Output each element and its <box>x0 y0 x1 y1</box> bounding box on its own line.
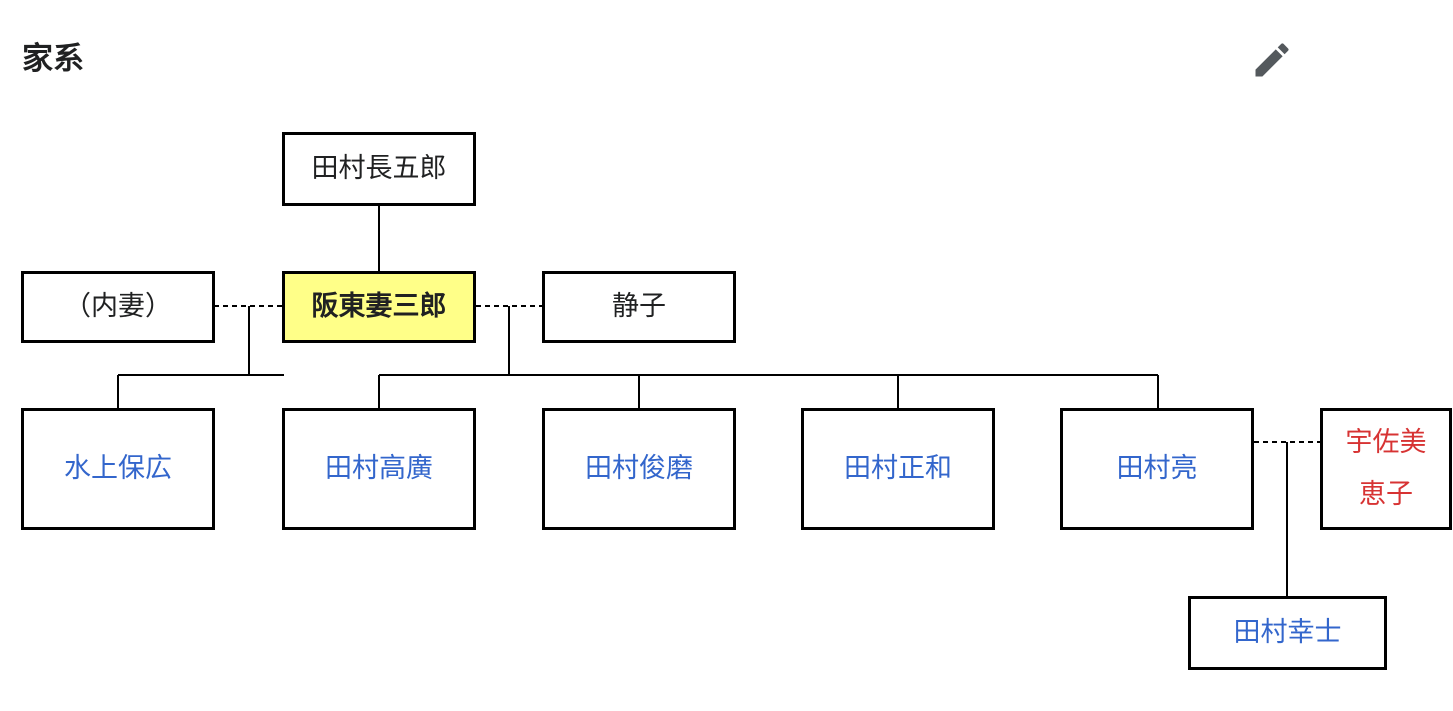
node-first-wife-label: （内妻） <box>64 291 172 322</box>
node-child-takahiro-label[interactable]: 田村高廣 <box>325 453 433 484</box>
node-child-mizukami[interactable]: 水上保広 <box>21 408 215 530</box>
node-child-ryo-label[interactable]: 田村亮 <box>1116 453 1198 484</box>
node-grandchild-label[interactable]: 田村幸士 <box>1233 617 1342 648</box>
pencil-icon <box>1255 43 1289 77</box>
node-ryo-spouse[interactable]: 宇佐美恵子 <box>1320 408 1452 530</box>
node-subject-label: 阪東妻三郎 <box>311 291 447 322</box>
node-child-toshimaro[interactable]: 田村俊磨 <box>542 408 736 530</box>
node-grandchild[interactable]: 田村幸士 <box>1188 596 1387 670</box>
node-ryo-spouse-label[interactable]: 宇佐美恵子 <box>1345 427 1427 510</box>
node-second-wife: 静子 <box>542 271 736 343</box>
node-child-mizukami-label[interactable]: 水上保広 <box>64 453 172 484</box>
node-child-masakazu[interactable]: 田村正和 <box>801 408 995 530</box>
node-first-wife: （内妻） <box>21 271 215 343</box>
node-second-wife-label: 静子 <box>612 291 666 322</box>
node-father-label: 田村長五郎 <box>311 153 447 184</box>
node-child-masakazu-label[interactable]: 田村正和 <box>844 453 952 484</box>
node-father: 田村長五郎 <box>282 132 476 206</box>
edit-button[interactable] <box>1246 34 1298 86</box>
node-child-ryo[interactable]: 田村亮 <box>1060 408 1254 530</box>
node-child-toshimaro-label[interactable]: 田村俊磨 <box>585 453 693 484</box>
section-title: 家系 <box>22 41 84 77</box>
node-subject: 阪東妻三郎 <box>282 271 476 343</box>
node-child-takahiro[interactable]: 田村高廣 <box>282 408 476 530</box>
